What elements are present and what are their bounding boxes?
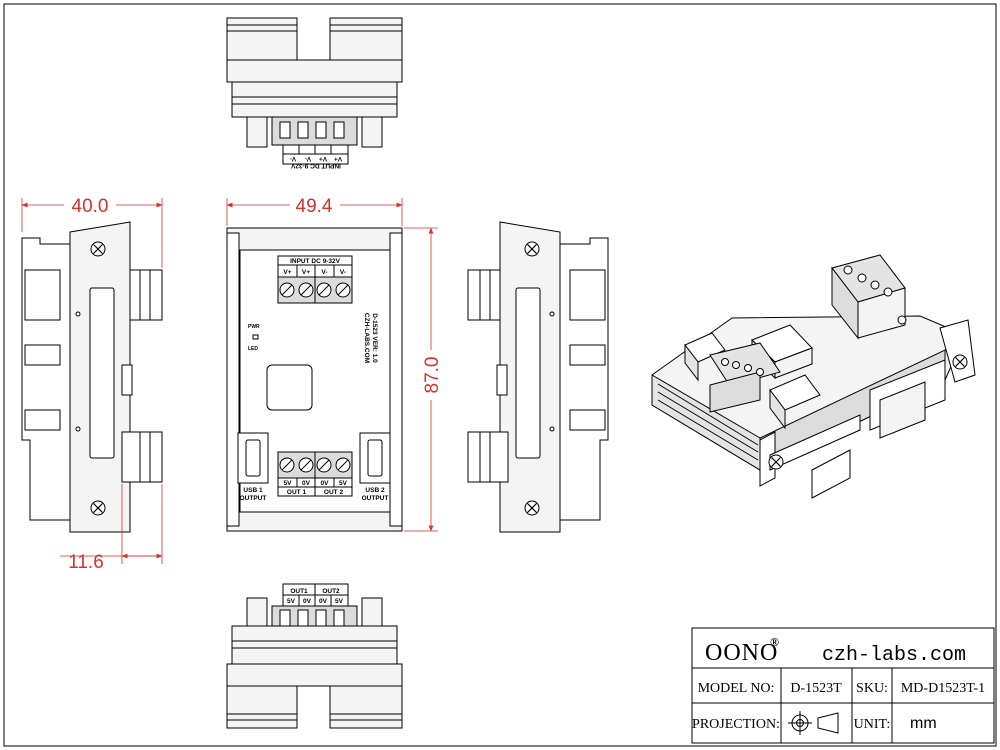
unit-label: UNIT: [854,717,891,732]
dim-height-front: 87.0 [422,357,443,394]
projection-symbol-icon [788,711,839,735]
dim-depth: 11.6 [68,552,104,573]
dim-87-bg [420,350,442,400]
input-pin-2: V+ [302,269,310,276]
out1-label: OUT 1 [287,489,307,496]
pwr-label: PWR [248,324,260,330]
led-label: LED [248,346,258,352]
top-pin-4: V- [290,155,296,162]
bottom-out2: OUT2 [322,588,340,595]
left-side-view [21,221,163,533]
out-pin-3: 0V [321,480,330,487]
bottom-pin-2: 0V [303,598,312,605]
drawing-frame [3,3,997,747]
input-title: INPUT DC 9-32V [290,258,341,265]
projection-label: PROJECTION: [692,717,780,732]
sku-label: SKU: [856,681,888,696]
usb2-output-label: OUTPUT [362,495,389,502]
bottom-pin-4: 5V [335,598,344,605]
out2-label: OUT 2 [324,489,344,496]
dim-width-front: 49.4 [296,196,333,217]
top-view [226,17,403,165]
usb2-label: USB 2 [365,487,385,494]
model-label: MODEL NO: [698,681,775,696]
front-terminal-screws [279,282,351,473]
out-pin-2: 0V [302,480,311,487]
sku-value: MD-D1523T-1 [901,681,985,696]
bottom-out1: OUT1 [290,588,308,595]
bottom-view [226,583,403,729]
dim-40-bg [64,194,116,216]
top-input-label: INPUT DC 9-32V [290,162,341,169]
website: czh-labs.com [822,644,966,667]
version-text: D-1523 VER: 1.0 CZH-LABS.COM [363,313,378,363]
dim-width-side: 40.0 [72,196,109,217]
bottom-pin-1: 5V [287,598,296,605]
input-pin-4: V- [340,269,346,276]
input-pin-1: V+ [283,269,291,276]
front-view [226,227,403,532]
bottom-pin-3: 0V [319,598,328,605]
version-line-1: D-1523 VER: 1.0 [371,313,378,363]
input-pin-3: V- [321,269,327,276]
usb1-label: USB 1 [243,487,263,494]
out-pin-4: 5V [339,480,348,487]
unit-value: mm [910,715,937,732]
title-block [691,627,995,744]
registered-mark: ® [770,635,779,649]
right-side-view [467,221,609,533]
model-value: D-1523T [790,681,842,696]
isometric-view [651,254,976,499]
top-view-labels: V+ V+ V- V- INPUT DC 9-32V [290,155,342,169]
top-pin-3: V- [305,155,311,162]
dim-49-bg [290,194,340,216]
version-line-2: CZH-LABS.COM [363,313,370,363]
brand-name: OONO [705,640,778,666]
usb1-output-label: OUTPUT [240,495,267,502]
out-pin-1: 5V [284,480,293,487]
top-pin-1: V+ [334,155,342,162]
top-pin-2: V+ [319,155,327,162]
